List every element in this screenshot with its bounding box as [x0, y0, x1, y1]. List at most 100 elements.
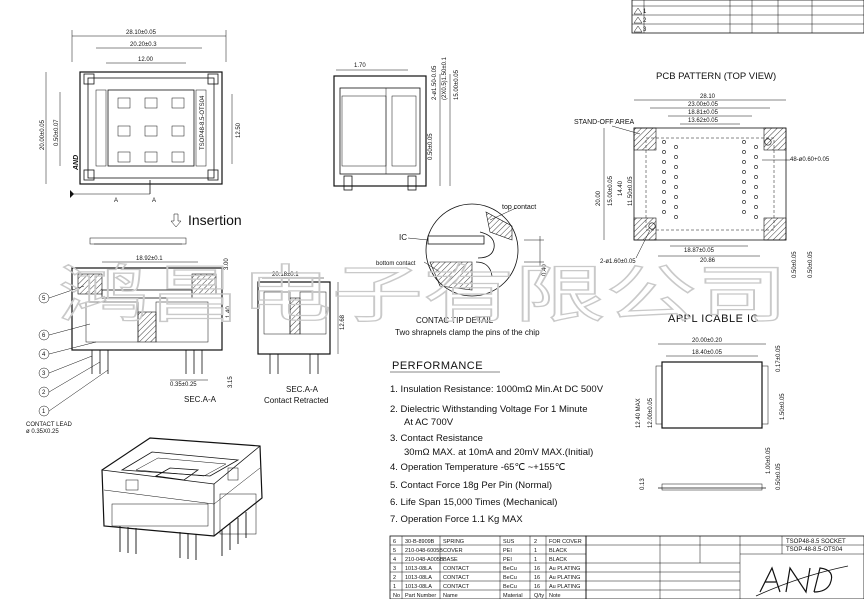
applicable-dim-h1: 12.40 MAX: [636, 398, 642, 428]
bom-cell: PEI: [503, 548, 512, 554]
title-model: TSOP48-8.5 SOCKET: [786, 539, 846, 545]
top-marker-a: A: [114, 198, 118, 204]
top-dim-inner: 20.20±0.3: [130, 42, 157, 48]
bom-cell: 1013-08LA: [405, 566, 432, 572]
pcb-standoff-label: STAND-OFF AREA: [574, 119, 634, 126]
bom-cell: 2: [534, 539, 537, 545]
side-dim-3: 15.00±0.05: [454, 69, 460, 100]
pcb-dim-left-2: 15.00±0.05: [608, 175, 614, 206]
applicable-dim-t: 0.13: [640, 478, 646, 490]
pcb-dim-top-2: 23.00±0.05: [688, 102, 719, 108]
performance-item-2b: At AC 700V: [404, 417, 454, 428]
bom-header-cell: Note: [549, 593, 561, 599]
tip-label-ic: IC: [399, 233, 407, 242]
revision-row-1: 1: [643, 9, 647, 15]
revision-row-2: 2: [643, 18, 647, 24]
section-view: 18.92±0.1 3.00 1.40 0.35±0.25 3.15 SEC.A…: [26, 237, 234, 435]
section-caption: SEC.A-A: [184, 395, 217, 404]
pcb-dim-top-3: 18.81±0.05: [688, 110, 719, 116]
applicable-dim-w2: 18.40±0.05: [692, 350, 723, 356]
applicable-title: APPL ICABLE IC: [668, 313, 759, 325]
applicable-dim-r2: 1.50±0.05: [780, 393, 786, 420]
side-dim-top: 1.70: [354, 63, 366, 69]
top-chip-label: TSOP48-8.5-OTS04: [200, 95, 206, 150]
bom-cell: Au PLATING: [549, 584, 580, 590]
performance-item-6: 6. Life Span 15,000 Times (Mechanical): [390, 497, 557, 508]
pcb-dim-left-1: 20.00: [596, 190, 602, 206]
side-view: 1.70 2-ø1.50-0.05 (2X0.5)1.50±0.1 15.00±…: [333, 56, 460, 191]
company-logo-icon: [755, 565, 849, 597]
insertion-label: Insertion: [188, 212, 242, 228]
watermark: 鸿昌电子有限公司: [58, 258, 788, 331]
bom-header-cell: Name: [443, 593, 458, 599]
title-block: TSOP48-8.5 SOCKET TSOP-48-8.5-OTS04: [585, 535, 864, 600]
pcb-hole-left: 2-ø1.60±0.05: [600, 259, 636, 265]
section-dim-mid: 1.40: [226, 306, 232, 318]
applicable-dim-b2: 0.50±0.05: [776, 463, 782, 490]
bom-cell: SPRING: [443, 539, 464, 545]
revision-row-3: 3: [643, 27, 647, 33]
bom-cell: Au PLATING: [549, 575, 580, 581]
bom-cell: 1: [393, 584, 396, 590]
revision-triangle-icon: [633, 7, 643, 33]
applicable-dim-w1: 20.00±0.20: [692, 338, 723, 344]
bom-header-cell: Material: [503, 593, 523, 599]
bom-cell: 1: [534, 557, 537, 563]
arrow-down-icon: [170, 213, 182, 228]
top-dim-height-1: 20.00±0.05: [40, 119, 46, 150]
bom-cell: 4: [393, 557, 396, 563]
callout-4: 4: [42, 352, 46, 358]
bom-cell: CONTACT: [443, 584, 470, 590]
callout-3: 3: [42, 371, 46, 377]
socket-isometric: [101, 437, 263, 560]
tip-dim: 0.40: [542, 264, 548, 276]
side-dim-2: (2X0.5)1.50±0.1: [442, 56, 448, 100]
performance-item-4: 4. Operation Temperature -65℃ ~+155℃: [390, 462, 566, 473]
performance-item-2: 2. Dielectric Withstanding Voltage For 1…: [390, 404, 587, 415]
pcb-dim-bottom-2: 20.86: [700, 258, 716, 264]
contact-tip-detail: top contact IC bottom contact 0.40 CONTA…: [376, 203, 548, 337]
callout-2: 2: [42, 390, 46, 396]
bom-cell: Au PLATING: [549, 566, 580, 572]
bom-cell: 16: [534, 575, 540, 581]
section-dim-lead: 3.15: [228, 376, 234, 388]
bom-cell: COVER: [443, 548, 463, 554]
retracted-dim-height: 12.68: [340, 314, 346, 330]
pcb-title: PCB PATTERN (TOP VIEW): [656, 71, 776, 82]
applicable-ic: APPL ICABLE IC 20.00±0.20 18.40±0.05 12.…: [636, 313, 786, 491]
tip-label-bottom: bottom contact: [376, 261, 416, 267]
pcb-dim-right-1: 0.50±0.05: [792, 251, 798, 278]
bom-cell: BeCu: [503, 575, 517, 581]
pcb-dim-left-3: 14.40: [618, 180, 624, 196]
side-dim-1: 2-ø1.50-0.05: [432, 65, 438, 100]
top-dim-height-right: 12.50: [236, 122, 242, 138]
bom-cell: 1: [534, 548, 537, 554]
top-marker-a2: A: [152, 198, 156, 204]
bom-cell: BASE: [443, 557, 458, 563]
section-dim-pin: 0.35±0.25: [170, 382, 197, 388]
section-dim-height: 3.00: [224, 258, 230, 270]
callouts: 5 6 4 3 2 1: [38, 285, 109, 417]
revision-table: 1 2 3: [631, 0, 864, 34]
top-dim-width: 28.10±0.05: [126, 30, 157, 36]
bom-cell: CONTACT: [443, 575, 470, 581]
callout-1: 1: [42, 409, 46, 415]
performance-item-7: 7. Operation Force 1.1 Kg MAX: [390, 514, 523, 525]
bom-header-cell: Q/ty: [534, 593, 544, 599]
bom-cell: 210-048-A005B: [405, 557, 444, 563]
bom-cell: 1013-08LA: [405, 584, 432, 590]
bom-cell: BLACK: [549, 557, 567, 563]
pcb-pattern: PCB PATTERN (TOP VIEW) 28.10 23.00±0.05 …: [574, 71, 830, 278]
bom-cell: 1013-08LA: [405, 575, 432, 581]
bom-header-cell: No: [393, 593, 400, 599]
bom-cell: 3: [393, 566, 396, 572]
bom-cell: BeCu: [503, 584, 517, 590]
contact-lead-label: CONTACT LEAD: [26, 422, 72, 428]
callout-6: 6: [42, 333, 46, 339]
performance-title: PERFORMANCE: [392, 360, 483, 372]
bom-cell: BLACK: [549, 548, 567, 554]
insertion-indicator: Insertion: [170, 212, 242, 228]
retracted-view: 20.18±0.1 12.68 SEC.A-A Contact Retracte…: [257, 272, 346, 405]
bom-cell: 16: [534, 566, 540, 572]
